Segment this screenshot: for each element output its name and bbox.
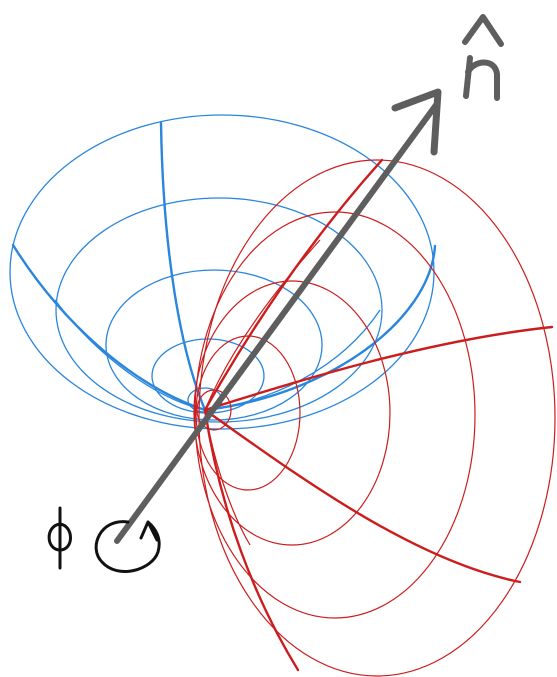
axis-label-n (463, 55, 500, 101)
red-ring-outer (198, 159, 556, 677)
axis-label-hat (462, 14, 504, 47)
phi-symbol-icon (47, 506, 72, 570)
axis-arrowhead (391, 88, 442, 156)
blue-ring-2 (55, 197, 383, 423)
angle-label-group: ϕ (47, 506, 161, 573)
red-meridian-inner-top (204, 239, 321, 411)
red-meridian-inner-bottom (204, 409, 251, 546)
axis-label-group: n̂ (462, 14, 504, 101)
red-meridian-top (203, 158, 384, 412)
red-meridian-upper (203, 325, 554, 412)
red-surface (193, 158, 556, 677)
blue-meridian-inner-left (54, 299, 206, 411)
axis-line (114, 102, 439, 544)
rotation-axis (114, 88, 442, 544)
circular-arrow-icon (94, 520, 161, 573)
blue-meridian-left (11, 243, 207, 412)
blue-meridian-right (203, 244, 437, 412)
red-meridian-bottom (203, 408, 300, 672)
red-meridian-lower (203, 408, 522, 584)
red-ring-2 (194, 211, 476, 619)
red-ring-3 (193, 280, 391, 546)
blue-ring-3 (105, 269, 323, 421)
